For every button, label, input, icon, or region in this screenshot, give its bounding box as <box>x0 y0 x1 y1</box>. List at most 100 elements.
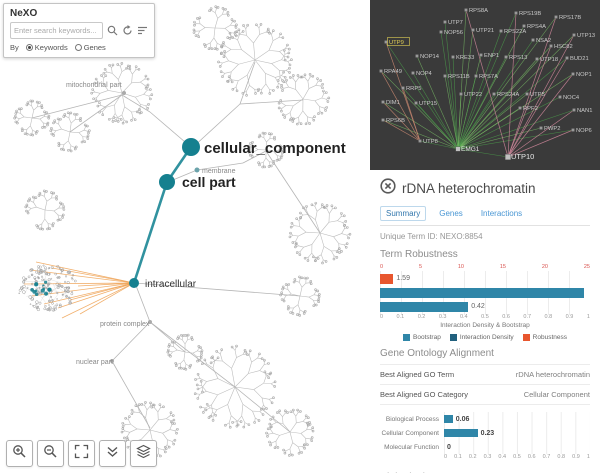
gene-node[interactable] <box>572 33 576 37</box>
term-node-label[interactable]: nuclear part <box>76 359 113 366</box>
gene-node-label[interactable]: NSA2 <box>536 38 551 44</box>
gene-node[interactable] <box>381 118 385 122</box>
radio-genes[interactable]: Genes <box>74 43 106 52</box>
tab-summary[interactable]: Summary <box>380 206 427 221</box>
gene-node[interactable] <box>415 54 419 58</box>
term-node[interactable] <box>110 359 114 363</box>
gene-node[interactable] <box>379 69 383 73</box>
gene-node[interactable] <box>479 53 483 57</box>
term-node[interactable] <box>122 91 126 95</box>
gene-node[interactable] <box>411 71 415 75</box>
gene-node-label[interactable]: RPS7A <box>479 74 498 80</box>
search-menu-icon[interactable] <box>136 25 148 37</box>
gene-node[interactable] <box>455 146 461 152</box>
term-node-label[interactable]: protein complex <box>100 321 150 328</box>
gene-node-label[interactable]: EMG1 <box>461 146 480 153</box>
gene-node[interactable] <box>474 74 478 78</box>
gene-node[interactable] <box>565 56 569 60</box>
search-input[interactable] <box>10 22 103 39</box>
gene-node[interactable] <box>439 30 443 34</box>
gene-node[interactable] <box>549 44 553 48</box>
layers-button[interactable] <box>130 440 157 467</box>
gene-node-label[interactable]: UTP9 <box>389 40 404 46</box>
gene-node[interactable] <box>459 92 463 96</box>
gene-node-label[interactable]: DIM1 <box>386 100 400 106</box>
term-node[interactable] <box>194 167 200 173</box>
reset-icon[interactable] <box>121 25 133 37</box>
gene-node[interactable] <box>535 57 539 61</box>
radio-genes-control[interactable] <box>74 44 82 51</box>
gene-node[interactable] <box>558 95 562 99</box>
gene-node[interactable] <box>451 55 455 59</box>
gene-node-label[interactable]: UTP18 <box>540 57 558 63</box>
gene-node-label[interactable]: RPS22A <box>504 29 526 35</box>
fit-screen-button[interactable] <box>68 440 95 467</box>
term-node[interactable] <box>159 174 175 190</box>
gene-node-label[interactable]: NOC4 <box>563 95 580 101</box>
gene-node-label[interactable]: NOP1 <box>576 72 592 78</box>
term-node[interactable] <box>129 278 139 288</box>
tab-genes[interactable]: Genes <box>439 209 463 218</box>
gene-node-label[interactable]: HSC82 <box>554 44 573 50</box>
zoom-out-button[interactable] <box>37 440 64 467</box>
gene-node-label[interactable]: UTP13 <box>577 33 595 39</box>
gene-node[interactable] <box>522 24 526 28</box>
gene-node-label[interactable]: NOP6 <box>576 128 592 134</box>
gene-node-label[interactable]: UTP10 <box>511 152 534 161</box>
close-icon[interactable] <box>380 178 396 199</box>
gene-node-label[interactable]: PWP2 <box>544 126 560 132</box>
gene-node[interactable] <box>531 38 535 42</box>
gene-node-label[interactable]: UTP21 <box>476 28 494 34</box>
term-node[interactable] <box>182 138 200 156</box>
gene-node[interactable] <box>505 154 511 160</box>
gene-node-label[interactable]: NOP4 <box>416 71 433 77</box>
gene-node-label[interactable]: RPF2 <box>523 106 538 112</box>
gene-node-label[interactable]: RPS17B <box>559 15 581 21</box>
gene-node-label[interactable]: ENP1 <box>484 53 499 59</box>
gene-node-label[interactable]: UTP5 <box>530 92 545 98</box>
gene-node[interactable] <box>443 74 447 78</box>
gene-node[interactable] <box>401 86 405 90</box>
search-icon[interactable] <box>106 25 118 37</box>
gene-node-label[interactable]: UTP7 <box>448 20 463 26</box>
gene-node-label[interactable]: RPS4A <box>527 24 546 30</box>
gene-node-label[interactable]: KRE33 <box>456 55 474 61</box>
gene-node[interactable] <box>414 101 418 105</box>
gene-node[interactable] <box>384 40 388 44</box>
gene-node-label[interactable]: RRP5 <box>406 86 421 92</box>
gene-node[interactable] <box>554 15 558 19</box>
term-node-label[interactable]: mitochondrial part <box>66 82 122 89</box>
gene-node-label[interactable]: RPS19B <box>519 11 541 17</box>
tab-interactions[interactable]: Interactions <box>480 209 523 218</box>
gene-node-label[interactable]: UTP15 <box>419 101 437 107</box>
term-node-label[interactable]: membrane <box>202 168 236 175</box>
gene-node-label[interactable]: RPS13 <box>509 55 527 61</box>
gene-node[interactable] <box>525 92 529 96</box>
gene-node-label[interactable]: RPS24A <box>497 92 519 98</box>
gene-node[interactable] <box>443 20 447 24</box>
collapse-button[interactable] <box>99 440 126 467</box>
term-node-label[interactable]: intracellular <box>145 279 197 290</box>
zoom-in-button[interactable] <box>6 440 33 467</box>
gene-node-label[interactable]: RPA49 <box>384 69 402 75</box>
radio-keywords[interactable]: Keywords <box>25 43 68 52</box>
term-node-label[interactable]: cellular_component <box>204 140 346 157</box>
gene-node-label[interactable]: UTP22 <box>464 92 482 98</box>
gene-node[interactable] <box>381 100 385 104</box>
gene-node-label[interactable]: NOP56 <box>444 30 463 36</box>
radio-keywords-control[interactable] <box>25 44 33 51</box>
gene-node[interactable] <box>571 72 575 76</box>
gene-node-label[interactable]: NOP14 <box>420 54 440 60</box>
gene-node-label[interactable]: UTP8 <box>423 139 438 145</box>
gene-node-label[interactable]: NAN1 <box>577 108 592 114</box>
gene-node[interactable] <box>518 106 522 110</box>
gene-node[interactable] <box>499 29 503 33</box>
gene-node[interactable] <box>514 11 518 15</box>
gene-node[interactable] <box>492 92 496 96</box>
gene-node-label[interactable]: RPS11B <box>448 74 470 80</box>
term-node[interactable] <box>148 320 152 324</box>
gene-node[interactable] <box>572 108 576 112</box>
gene-node[interactable] <box>504 55 508 59</box>
gene-node[interactable] <box>464 8 468 12</box>
